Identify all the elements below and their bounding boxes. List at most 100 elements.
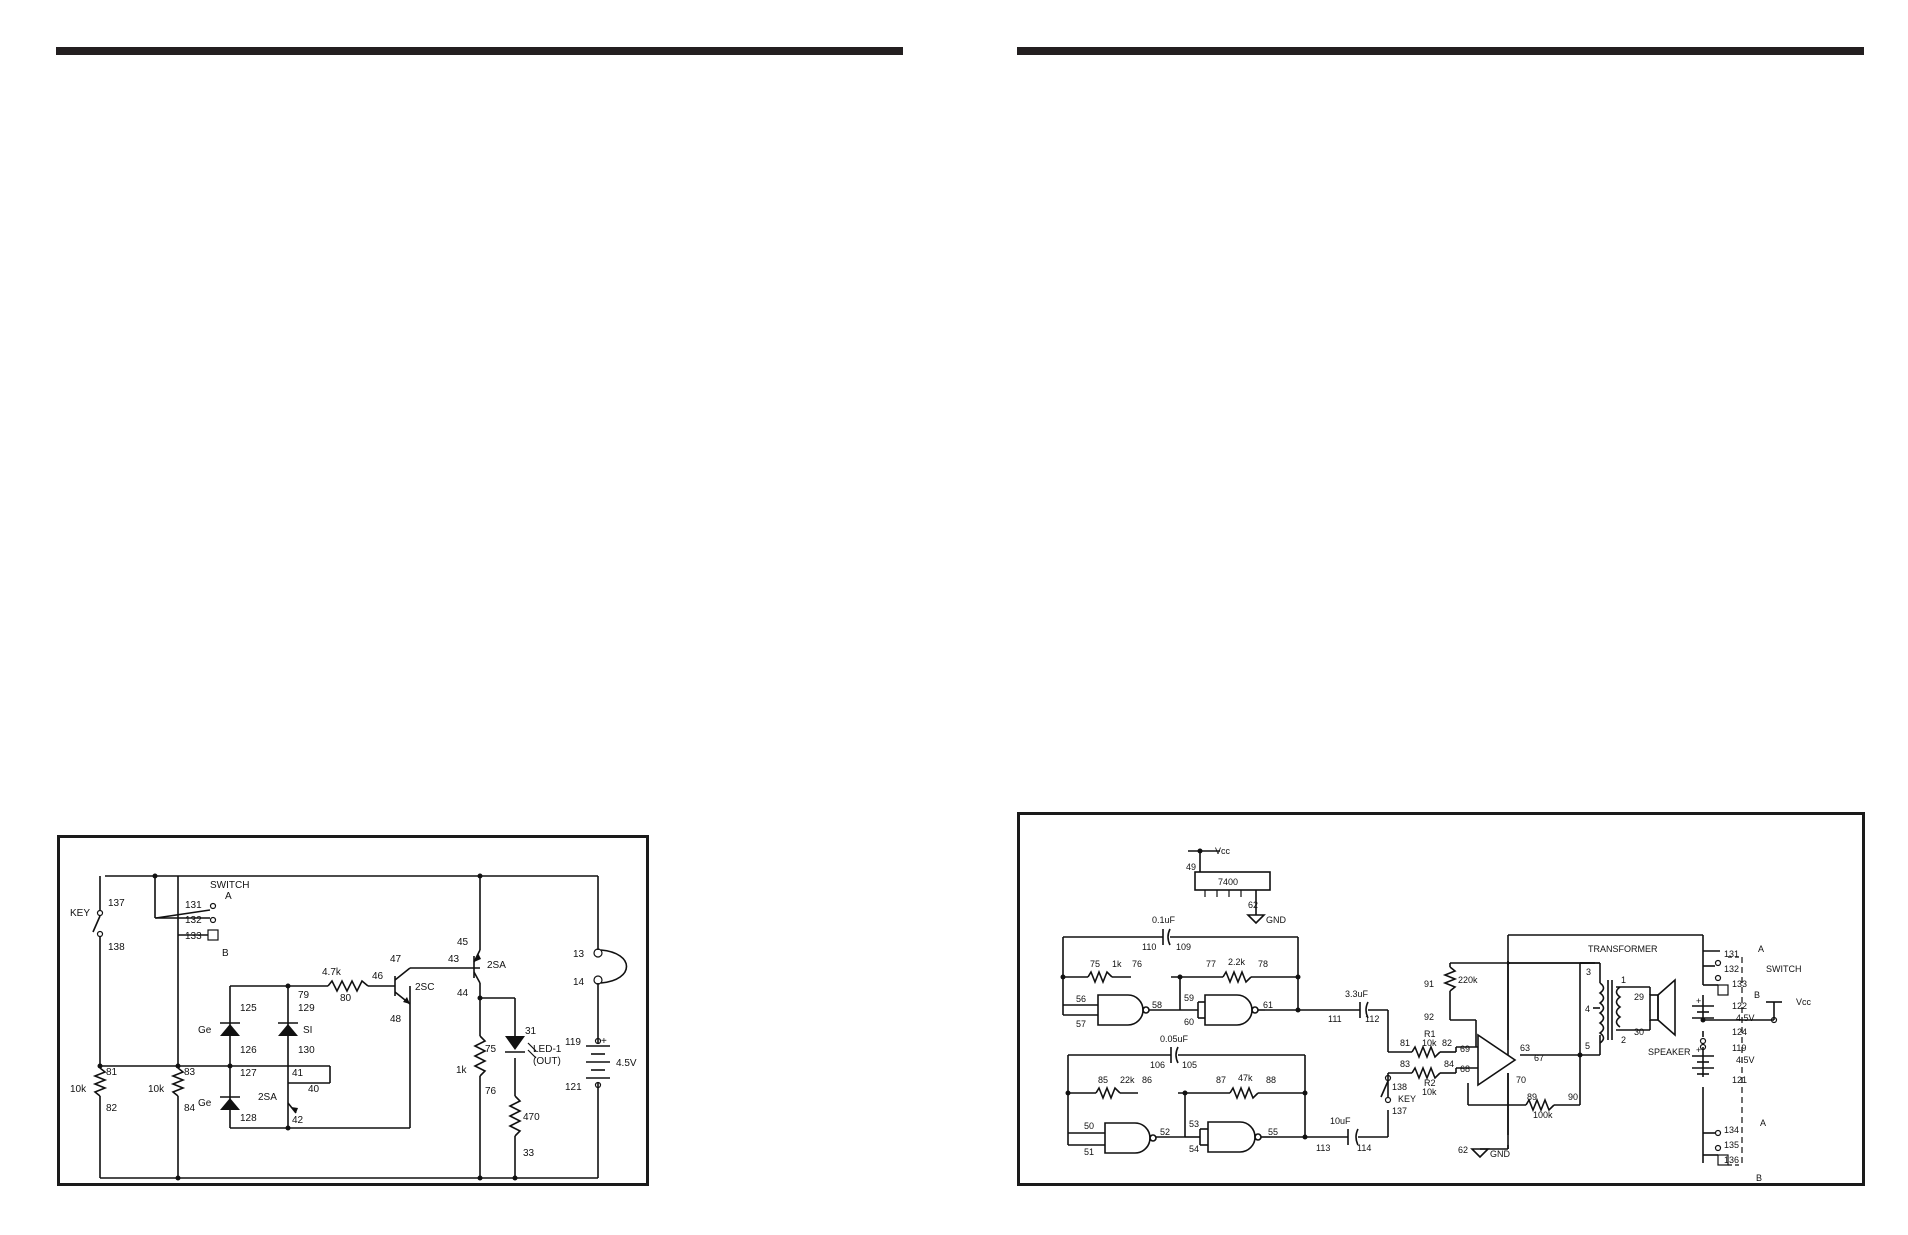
label-sw-a: A [1758, 944, 1764, 954]
label-55: 55 [1268, 1127, 1278, 1137]
label-50: 50 [1084, 1121, 1094, 1131]
label-1k: 1k [1112, 959, 1122, 969]
left-schematic-panel: KEY 137 138 SWITCH A B 131 132 133 Ge Ge… [57, 835, 649, 1186]
label-132: 132 [1724, 964, 1739, 974]
label-138: 138 [108, 942, 125, 953]
label-67: 67 [1534, 1053, 1544, 1063]
label-0-1uf: 0.1uF [1152, 915, 1176, 925]
label-135: 135 [1724, 1140, 1739, 1150]
label-54: 54 [1189, 1144, 1199, 1154]
top-rule-left [56, 47, 903, 55]
label-switch: SWITCH [210, 880, 249, 891]
label-t2: 2 [1621, 1035, 1626, 1045]
label-0-05uf: 0.05uF [1160, 1034, 1189, 1044]
label-105: 105 [1182, 1060, 1197, 1070]
label-86: 86 [1142, 1075, 1152, 1085]
label-14: 14 [573, 977, 585, 988]
label-82: 82 [1442, 1038, 1452, 1048]
label-121: 121 [1732, 1075, 1747, 1085]
label-89: 89 [1527, 1092, 1537, 1102]
label-52: 52 [1160, 1127, 1170, 1137]
label-76: 76 [1132, 959, 1142, 969]
label-69: 69 [1460, 1044, 1470, 1054]
label-60: 60 [1184, 1017, 1194, 1027]
label-75: 75 [1090, 959, 1100, 969]
label-44: 44 [457, 988, 469, 999]
label-87: 87 [1216, 1075, 1226, 1085]
label-sw2-b: B [1756, 1173, 1762, 1183]
left-components [92, 902, 628, 1137]
label-131: 131 [1724, 949, 1739, 959]
top-rule-right [1017, 47, 1864, 55]
label-t4: 4 [1585, 1004, 1590, 1014]
right-schematic-panel: Vcc 49 7400 62 GND 0.1uF 110 109 75 1k 7… [1017, 812, 1865, 1186]
label-119: 119 [565, 1037, 581, 1048]
left-junctions [97, 873, 518, 1181]
label-122: 122 [1732, 1001, 1747, 1011]
label-470: 470 [523, 1112, 540, 1123]
label-43: 43 [448, 954, 460, 965]
label-100k: 100k [1533, 1110, 1553, 1120]
label-113: 113 [1316, 1143, 1330, 1153]
label-2sa: 2SA [487, 960, 506, 971]
label-plus-2: + [1696, 1045, 1701, 1055]
label-41: 41 [292, 1068, 304, 1079]
label-30: 30 [1634, 1027, 1644, 1037]
label-57: 57 [1076, 1019, 1086, 1029]
label-121: 121 [565, 1082, 582, 1093]
label-speaker: SPEAKER [1648, 1047, 1691, 1057]
label-129: 129 [298, 1003, 315, 1014]
label-106: 106 [1150, 1060, 1165, 1070]
label-84: 84 [184, 1103, 196, 1114]
label-79: 79 [298, 990, 310, 1001]
label-124: 124 [1732, 1027, 1747, 1037]
label-45: 45 [457, 937, 469, 948]
label-126: 126 [240, 1045, 257, 1056]
label-led-out: (OUT) [533, 1056, 561, 1067]
label-31: 31 [525, 1026, 537, 1037]
label-plus-1: + [1696, 996, 1701, 1006]
label-plus: + [601, 1036, 607, 1047]
label-63: 63 [1520, 1043, 1530, 1053]
left-wires [99, 875, 599, 1179]
label-47: 47 [390, 954, 402, 965]
label-vcc-right: Vcc [1796, 997, 1812, 1007]
label-13: 13 [573, 949, 585, 960]
label-t5: 5 [1585, 1041, 1590, 1051]
label-62a: 62 [1248, 900, 1258, 910]
label-82: 82 [106, 1103, 118, 1114]
label-61: 61 [1263, 1000, 1273, 1010]
label-83: 83 [1400, 1059, 1410, 1069]
label-134: 134 [1724, 1125, 1739, 1135]
label-128: 128 [240, 1113, 257, 1124]
label-77: 77 [1206, 959, 1216, 969]
label-22k: 22k [1120, 1075, 1135, 1085]
label-47k: 47k [1238, 1073, 1253, 1083]
label-switch: SWITCH [1766, 964, 1802, 974]
label-led-1: LED-1 [533, 1044, 562, 1055]
label-10uf: 10uF [1330, 1116, 1351, 1126]
right-junctions [1060, 848, 1706, 1140]
label-40: 40 [308, 1084, 320, 1095]
label-vcc-top: Vcc [1215, 846, 1231, 856]
label-4-5v: 4.5V [616, 1058, 637, 1069]
label-t3: 3 [1586, 967, 1591, 977]
label-133: 133 [185, 931, 202, 942]
label-78: 78 [1258, 959, 1268, 969]
label-68: 68 [1460, 1064, 1470, 1074]
label-7400: 7400 [1218, 877, 1238, 887]
label-10k-b: 10k [148, 1084, 165, 1095]
label-sw-b: B [1754, 990, 1760, 1000]
label-r2: R2 [1424, 1078, 1436, 1088]
label-46: 46 [372, 971, 384, 982]
right-wires [1062, 850, 1782, 1166]
label-112: 112 [1365, 1014, 1379, 1024]
label-114: 114 [1357, 1143, 1371, 1153]
label-2sc: 2SC [415, 982, 434, 993]
label-90: 90 [1568, 1092, 1578, 1102]
label-119: 119 [1732, 1043, 1746, 1053]
label-ge-2: Ge [198, 1098, 212, 1109]
label-gnd-b: GND [1490, 1149, 1511, 1159]
right-schematic: Vcc 49 7400 62 GND 0.1uF 110 109 75 1k 7… [1060, 846, 1812, 1183]
label-2-2k: 2.2k [1228, 957, 1246, 967]
